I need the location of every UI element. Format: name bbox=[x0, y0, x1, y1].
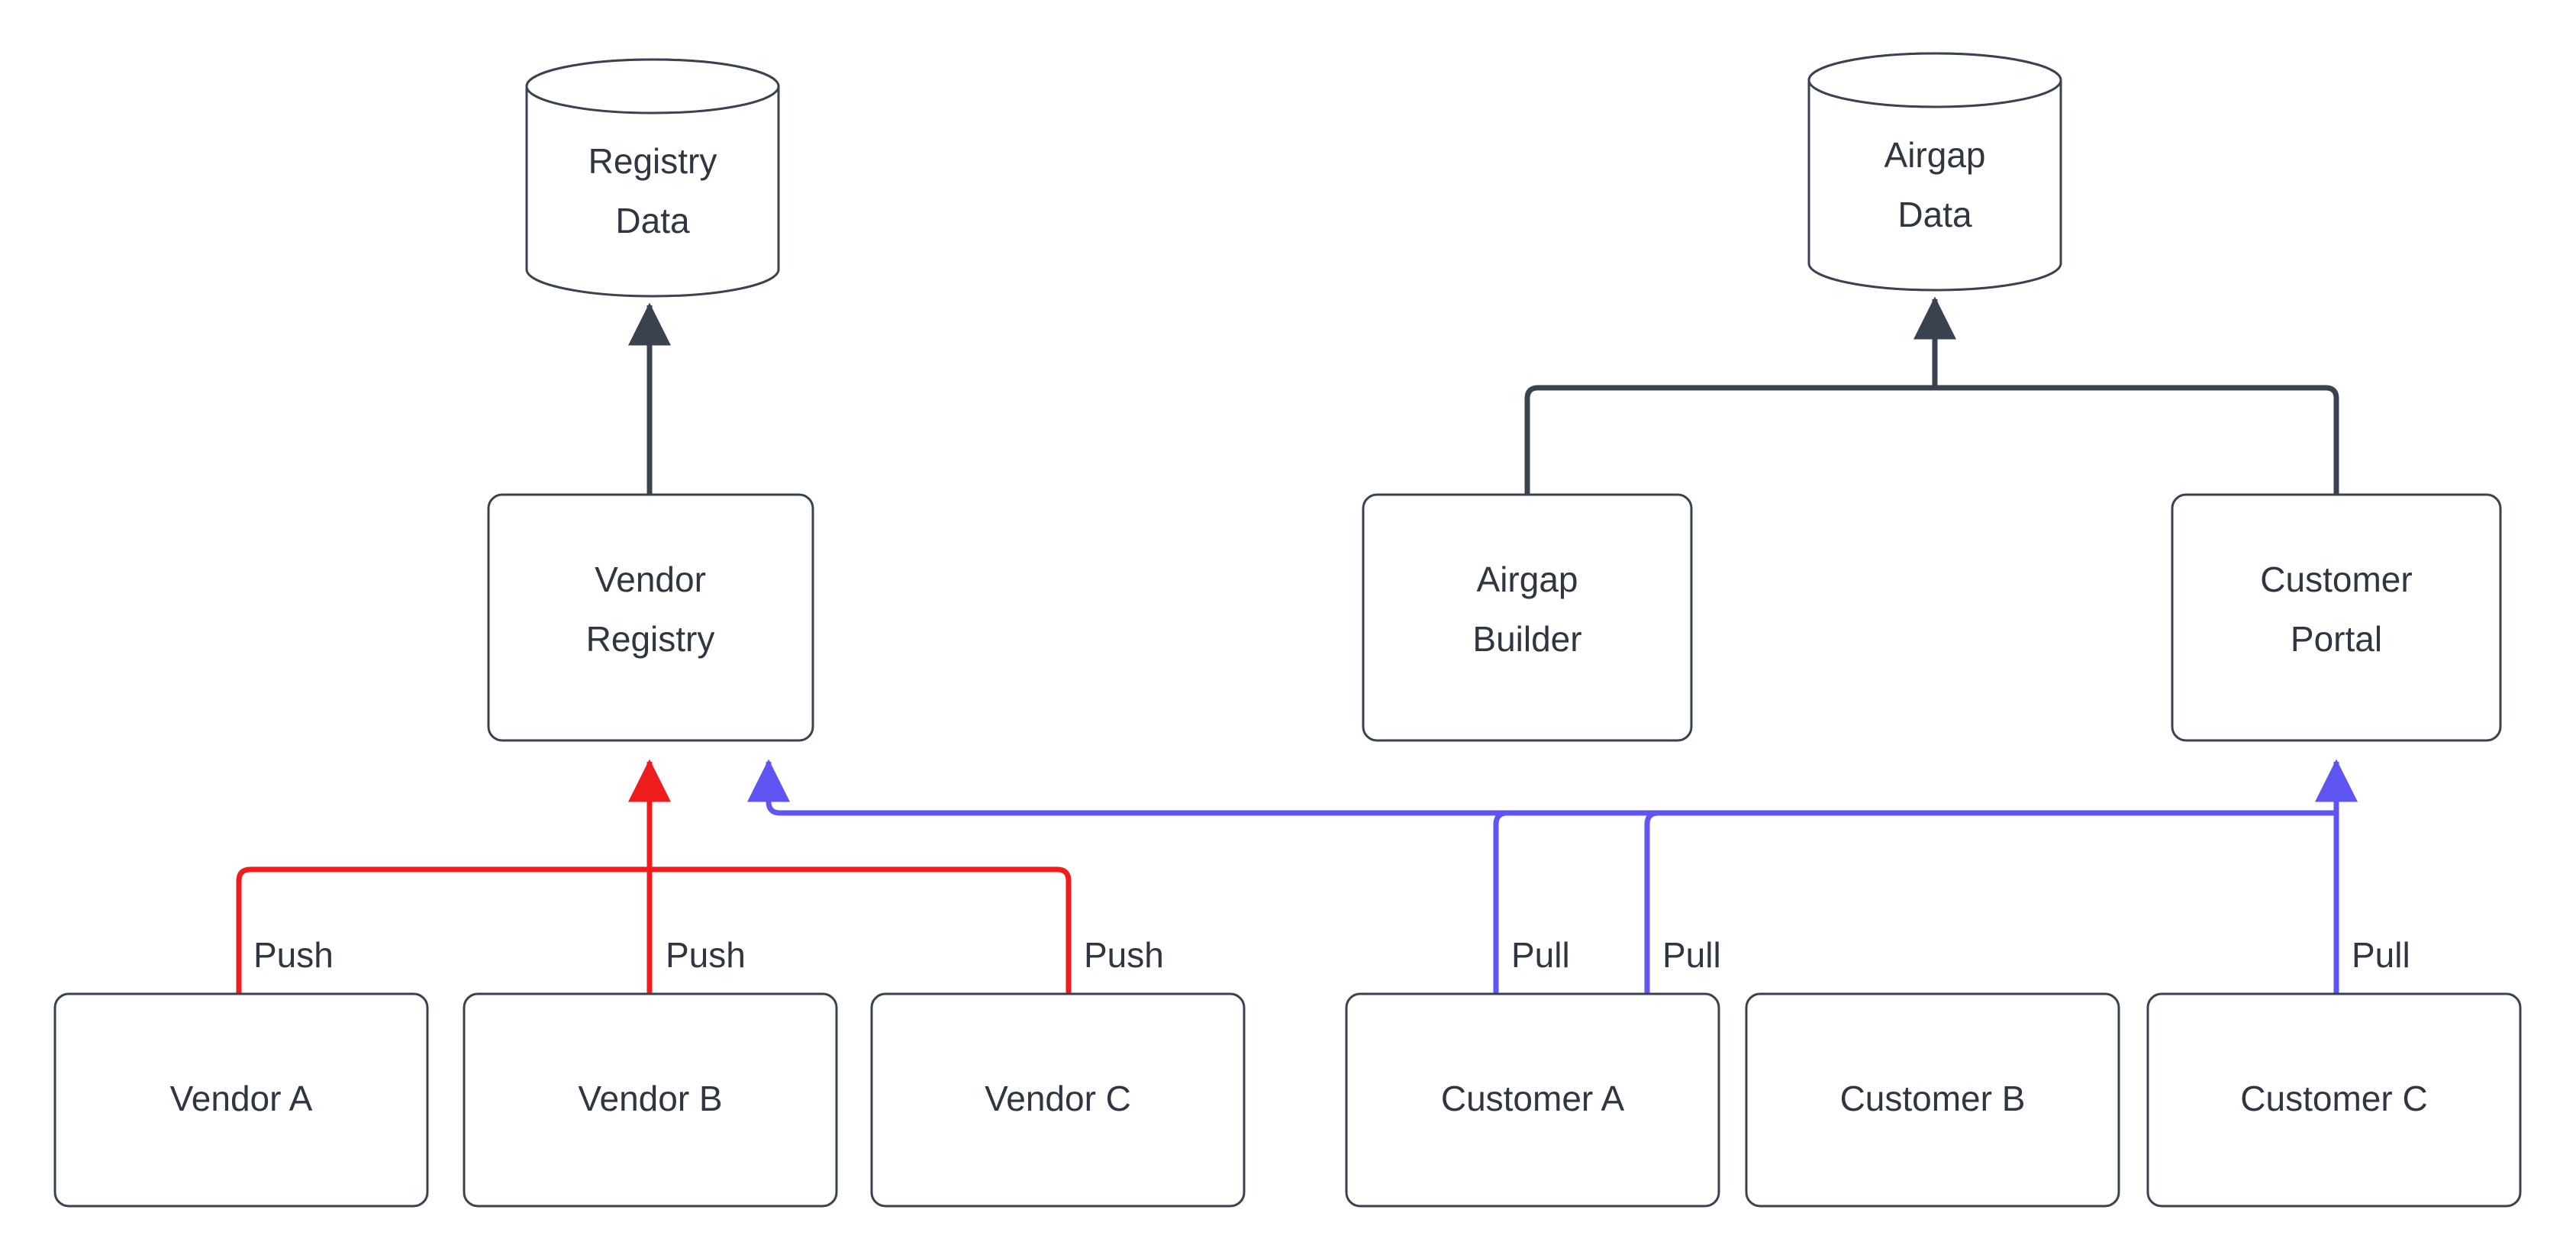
actor-vendor-b[interactable]: Vendor B bbox=[463, 992, 838, 1208]
edge-label-push-vendor-a: Push bbox=[253, 935, 334, 975]
service-airgap-builder-label-line1: Airgap bbox=[1477, 560, 1578, 599]
edge-vendor-a-push bbox=[236, 866, 650, 994]
actor-customer-b-label: Customer B bbox=[1840, 1079, 2026, 1118]
service-customer-portal-label-line1: Customer bbox=[2260, 560, 2412, 599]
edge-customer-b-pull bbox=[1644, 810, 2336, 994]
edge-vendor-registry-pull-back bbox=[747, 759, 2336, 816]
datastore-airgap-data-label-line2: Data bbox=[1897, 195, 1972, 234]
edge-label-pull-customer-b: Pull bbox=[1662, 935, 1721, 975]
service-vendor-registry[interactable]: Vendor Registry bbox=[487, 493, 814, 742]
service-customer-portal-label-line2: Portal bbox=[2291, 619, 2382, 659]
datastore-registry-data-label-line2: Data bbox=[615, 201, 690, 240]
actor-vendor-a[interactable]: Vendor A bbox=[53, 992, 429, 1208]
actor-customer-c[interactable]: Customer C bbox=[2146, 992, 2522, 1208]
edge-label-push-vendor-b: Push bbox=[666, 935, 746, 975]
datastore-airgap-data[interactable]: Airgap Data bbox=[1807, 52, 2062, 292]
edge-customer-portal-to-airgap-data bbox=[1935, 385, 2339, 495]
service-airgap-builder[interactable]: Airgap Builder bbox=[1362, 493, 1693, 742]
datastore-airgap-data-label-line1: Airgap bbox=[1884, 135, 1986, 175]
service-customer-portal[interactable]: Customer Portal bbox=[2171, 493, 2502, 742]
edge-label-pull-customer-c: Pull bbox=[2352, 935, 2410, 975]
datastore-registry-data[interactable]: Registry Data bbox=[525, 58, 780, 298]
edge-customer-a-pull bbox=[1493, 810, 2336, 994]
datastore-registry-data-label-line1: Registry bbox=[588, 141, 717, 181]
actor-vendor-a-label: Vendor A bbox=[170, 1079, 313, 1118]
service-vendor-registry-label-line2: Registry bbox=[586, 619, 715, 659]
edge-label-push-vendor-c: Push bbox=[1084, 935, 1164, 975]
actor-vendor-b-label: Vendor B bbox=[578, 1079, 722, 1118]
actor-customer-a-label: Customer A bbox=[1441, 1079, 1625, 1118]
actor-customer-a[interactable]: Customer A bbox=[1345, 992, 1720, 1208]
actor-customer-b[interactable]: Customer B bbox=[1745, 992, 2120, 1208]
service-vendor-registry-label-line1: Vendor bbox=[595, 560, 706, 599]
actor-vendor-c-label: Vendor C bbox=[985, 1079, 1131, 1118]
edge-airgap-builder-to-airgap-data bbox=[1524, 385, 1935, 495]
actor-vendor-c[interactable]: Vendor C bbox=[870, 992, 1246, 1208]
edge-vendor-c-push bbox=[650, 866, 1072, 994]
actor-customer-c-label: Customer C bbox=[2240, 1079, 2427, 1118]
edge-label-pull-customer-a: Pull bbox=[1511, 935, 1570, 975]
service-airgap-builder-label-line2: Builder bbox=[1472, 619, 1581, 659]
